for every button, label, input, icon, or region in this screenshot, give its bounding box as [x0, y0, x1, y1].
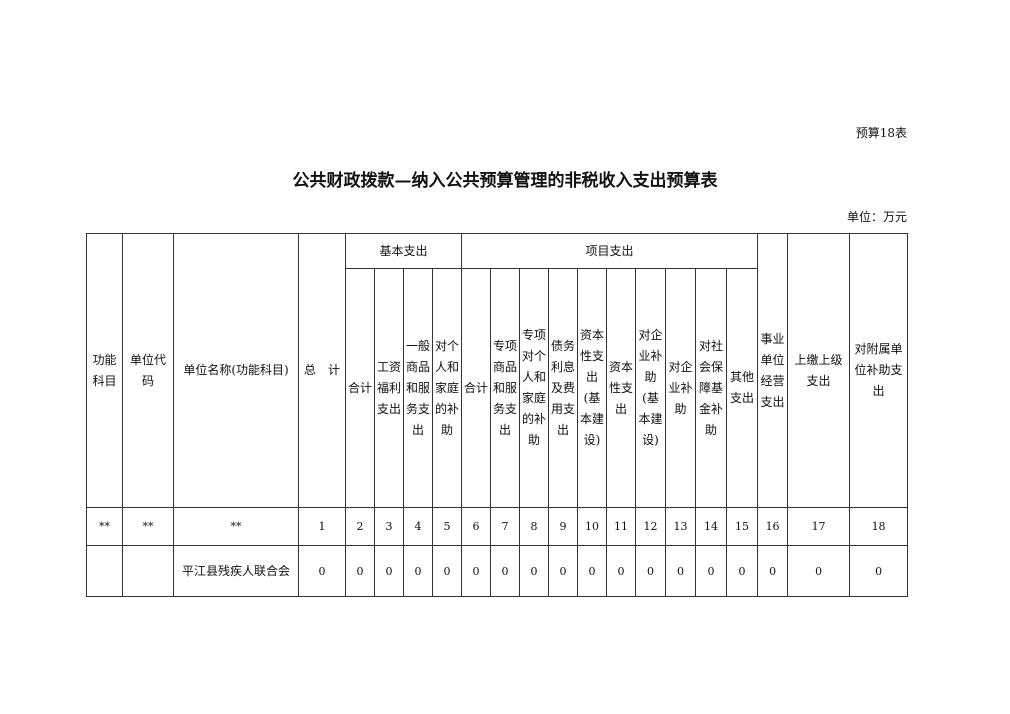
header-name: 单位名称(功能科目)	[173, 233, 299, 508]
table-cell: 0	[757, 545, 789, 597]
header-project-col: 其他支出	[726, 268, 759, 508]
table-cell: 0	[431, 545, 463, 597]
header-row-2: 合计工资福利支出一般商品和服务支出对个人和家庭的补助合计专项商品和服务支出专项对…	[87, 268, 908, 508]
index-cell: 14	[695, 507, 728, 546]
header-project: 项目支出	[461, 233, 759, 269]
unit-name-cell: 平江县残疾人联合会	[173, 545, 299, 597]
table-cell: 0	[490, 545, 521, 597]
header-basic-col: 对个人和家庭的补助	[431, 268, 463, 508]
index-cell: 13	[665, 507, 697, 546]
index-cell: 3	[374, 507, 404, 546]
index-cell: 16	[757, 507, 789, 546]
header-project-col: 资本性支出(基本建设)	[577, 268, 608, 508]
table-cell: 0	[461, 545, 492, 597]
index-cell: 2	[345, 507, 375, 546]
index-cell: 7	[490, 507, 521, 546]
index-cell: **	[173, 507, 299, 546]
index-cell: 8	[519, 507, 550, 546]
table-cell: 0	[787, 545, 851, 597]
index-cell: 9	[548, 507, 579, 546]
budget-table: 功能科目 单位代码 单位名称(功能科目) 总 计 基本支出 项目支出 事业单位经…	[86, 233, 909, 597]
index-cell: 12	[635, 507, 667, 546]
table-cell: 0	[695, 545, 728, 597]
table-cell: 0	[577, 545, 608, 597]
table-cell: 0	[635, 545, 667, 597]
index-cell: 4	[403, 507, 433, 546]
index-cell: 15	[726, 507, 759, 546]
header-code: 单位代码	[122, 233, 174, 508]
index-cell: **	[122, 507, 174, 546]
table-cell: 0	[374, 545, 404, 597]
table-cell	[86, 545, 123, 597]
header-biz: 事业单位经营支出	[757, 233, 789, 508]
page-title: 公共财政拨款—纳入公共预算管理的非税收入支出预算表	[292, 171, 718, 191]
index-cell: 6	[461, 507, 492, 546]
header-basic: 基本支出	[344, 233, 463, 269]
table-cell: 0	[606, 545, 637, 597]
table-cell: 0	[726, 545, 759, 597]
header-row-1: 功能科目 单位代码 单位名称(功能科目) 总 计 基本支出 项目支出 事业单位经…	[86, 233, 909, 508]
header-project-col: 专项商品和服务支出	[490, 268, 521, 508]
index-cell: 18	[849, 507, 909, 546]
header-total: 总 计	[298, 233, 346, 508]
header-basic-col: 合计	[345, 268, 375, 508]
header-project-col: 债务利息及费用支出	[548, 268, 579, 508]
header-project-col: 专项对个人和家庭的补助	[519, 268, 550, 508]
table-number: 预算18表	[855, 126, 907, 140]
header-func: 功能科目	[86, 233, 123, 508]
table-cell: 0	[345, 545, 375, 597]
unit-label: 单位：万元	[846, 210, 907, 224]
header-project-col: 对企业补助	[665, 268, 697, 508]
index-cell: **	[86, 507, 123, 546]
index-cell: 5	[431, 507, 463, 546]
header-upper: 上缴上级支出	[787, 233, 851, 508]
header-project-col: 对企业补助(基本建设)	[635, 268, 667, 508]
index-cell: 10	[577, 507, 608, 546]
header-basic-col: 工资福利支出	[374, 268, 404, 508]
table-cell: 0	[298, 545, 346, 597]
header-project-col: 资本性支出	[606, 268, 637, 508]
table-cell: 0	[665, 545, 697, 597]
table-cell	[122, 545, 174, 597]
table-cell: 0	[548, 545, 579, 597]
index-cell: 11	[606, 507, 637, 546]
index-cell: 17	[787, 507, 851, 546]
header-project-col: 对社会保障基金补助	[695, 268, 728, 508]
table-cell: 0	[519, 545, 550, 597]
header-basic-col: 一般商品和服务支出	[403, 268, 433, 508]
header-project-col: 合计	[461, 268, 492, 508]
table-cell: 0	[849, 545, 909, 597]
table-cell: 0	[403, 545, 433, 597]
header-affil: 对附属单位补助支出	[849, 233, 909, 508]
index-cell: 1	[298, 507, 346, 546]
